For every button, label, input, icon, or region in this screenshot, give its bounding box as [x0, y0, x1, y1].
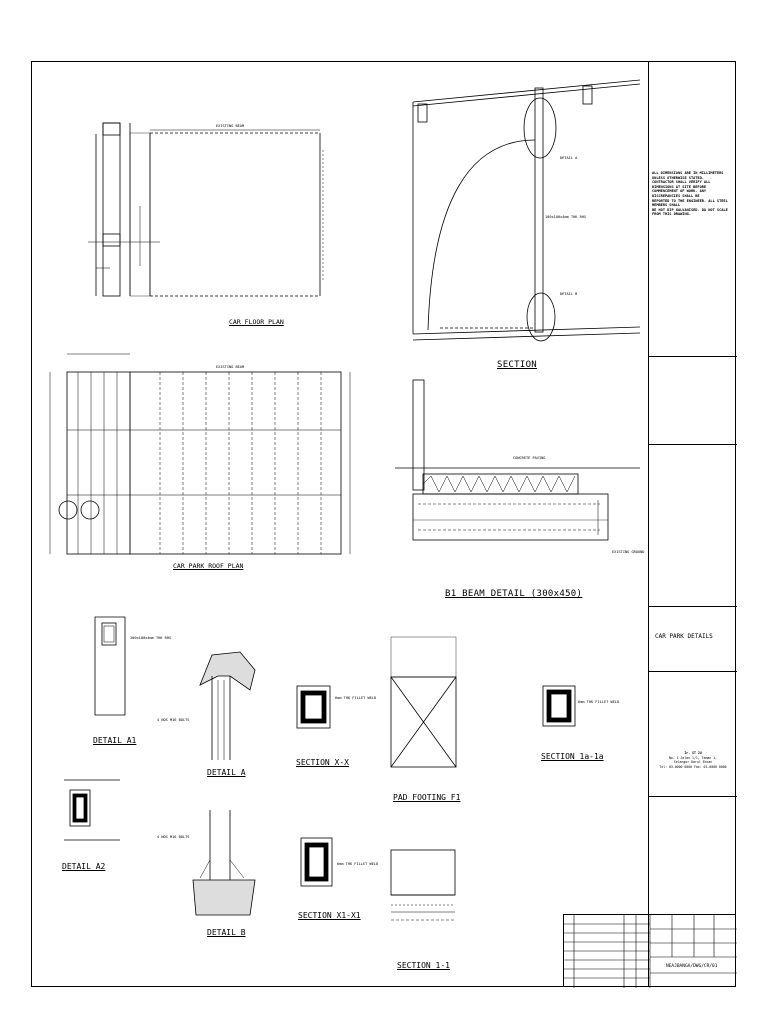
tb-divider — [649, 356, 737, 357]
section-1a-drawing — [542, 685, 576, 727]
roof-plan-title: CAR PARK ROOF PLAN — [173, 562, 244, 570]
callout-detail-b: DETAIL B — [560, 292, 578, 296]
pad-footing-title: PAD FOOTING F1 — [393, 793, 461, 802]
section-drawing — [412, 79, 641, 342]
section-11-title: SECTION 1-1 — [397, 961, 450, 970]
tb-divider — [649, 796, 737, 797]
detail-a2-title: DETAIL A2 — [62, 862, 106, 871]
note-rhs-a1: 100x100x4mm THK RHS — [130, 636, 172, 640]
note-fillet-1a: 6mm THK FILLET WELD — [578, 700, 620, 704]
pad-footing-drawing — [390, 636, 457, 768]
note-fillet-x1: 6mm THK FILLET WELD — [337, 862, 379, 866]
detail-b-drawing — [192, 810, 256, 916]
general-notes: ALL DIMENSIONS ARE IN MILLIMETERS UNLESS… — [652, 171, 732, 217]
note-rhs: 100x100x4mm THK RHS — [545, 215, 587, 219]
firm-line: Tel: 03-0000 0000 Fax: 03-0000 0000 — [659, 764, 727, 769]
section-x1-drawing — [300, 837, 333, 887]
beam-detail-title: B1 BEAM DETAIL (300x450) — [445, 589, 583, 599]
note-concrete-paving: CONCRETE PAVING — [513, 456, 546, 460]
note-bolt-b: 4 NOS M16 BOLTS — [157, 835, 190, 839]
detail-b-title: DETAIL B — [207, 928, 246, 937]
note-existing-ground: EXISTING GROUND — [612, 550, 645, 554]
detail-a-drawing — [199, 651, 256, 760]
detail-a-title: DETAIL A — [207, 768, 246, 777]
floor-plan-drawing — [88, 122, 324, 297]
drawing-title: CAR PARK DETAILS — [655, 633, 713, 640]
drawing-number: NEAJBANGA/DWG/CR/01 — [666, 964, 718, 969]
note-line: REPORTED TO THE ENGINEER. ALL STEEL MEMB… — [652, 198, 728, 208]
note-existing-beam: EXISTING BEAM — [216, 124, 245, 128]
section-xx-drawing — [296, 685, 331, 729]
detail-a2-drawing — [64, 779, 120, 841]
roof-plan-drawing — [49, 353, 351, 555]
note-fillet-xx: 6mm THK FILLET WELD — [335, 696, 377, 700]
section-x1-title: SECTION X1-X1 — [298, 911, 361, 920]
firm-line: No. 1 Jalan 1/1, Taman 1, — [669, 755, 717, 760]
callout-detail-a: DETAIL A — [560, 156, 578, 160]
section-11-drawing — [390, 849, 456, 921]
firm-line: Selangor Darul Ehsan — [673, 760, 713, 765]
tb-divider — [649, 671, 737, 672]
floor-plan-title: CAR FLOOR PLAN — [229, 318, 284, 326]
title-block: ALL DIMENSIONS ARE IN MILLIMETERS UNLESS… — [648, 61, 737, 987]
revision-table: NEAJBANGA/DWG/CR/01 — [563, 914, 737, 988]
revision-grid — [564, 915, 737, 988]
beam-detail-drawing — [395, 379, 640, 541]
detail-a1-drawing — [94, 616, 126, 716]
note-existing-beam-roof: EXISTING BEAM — [216, 365, 245, 369]
drawing-sheet-border — [31, 61, 736, 987]
detail-a1-title: DETAIL A1 — [93, 736, 137, 745]
note-line: CONTRACTOR SHALL VERIFY ALL DIMENSIONS A… — [652, 180, 711, 189]
section-1a-title: SECTION 1a-1a — [541, 752, 604, 761]
note-line: BE HOT DIP GALVANISED. DO NOT SCALE FROM… — [652, 207, 728, 217]
tb-divider — [649, 606, 737, 607]
note-line: ALL DIMENSIONS ARE IN MILLIMETERS UNLESS… — [652, 171, 724, 180]
note-bolt-a: 4 NOS M16 BOLTS — [157, 718, 190, 722]
note-line: COMMENCEMENT OF WORK. ANY DISCREPANCIES … — [652, 189, 707, 198]
section-title: SECTION — [497, 360, 538, 370]
tb-divider — [649, 444, 737, 445]
firm-line: Ir. ST JU — [684, 751, 702, 755]
section-xx-title: SECTION X-X — [296, 758, 349, 767]
firm-block: Ir. ST JU No. 1 Jalan 1/1, Taman 1, Sela… — [653, 751, 733, 769]
